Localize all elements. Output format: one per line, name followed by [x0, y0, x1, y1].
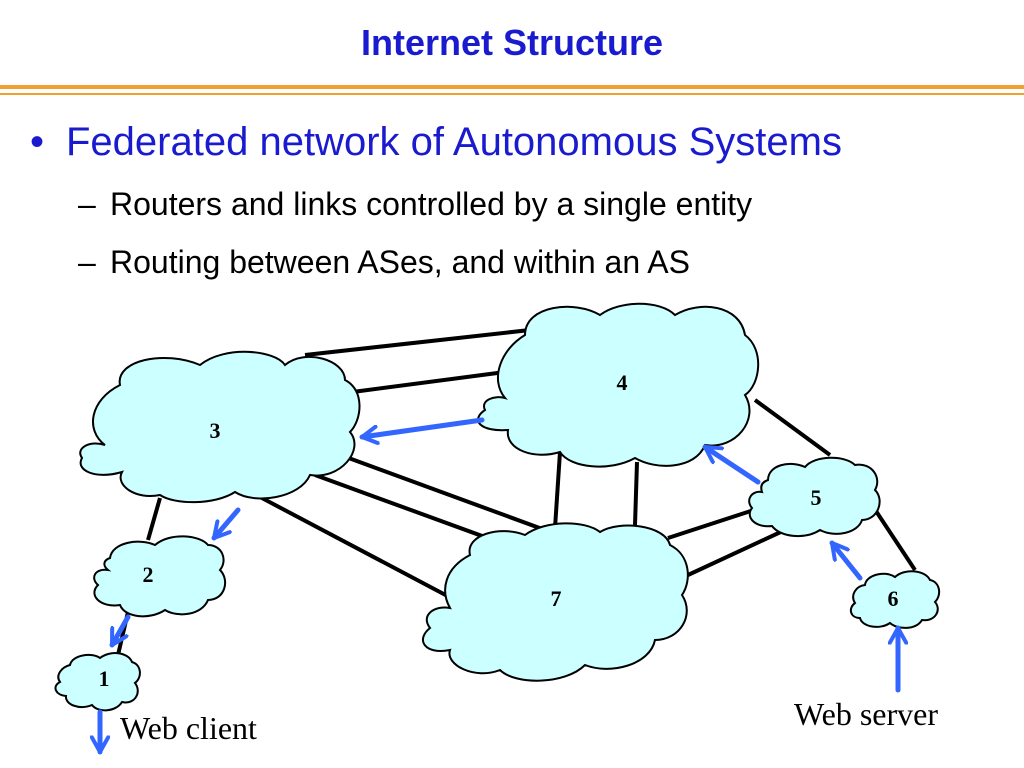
sub-bullet-2-text: Routing between ASes, and within an AS: [110, 244, 690, 280]
node-label-5: 5: [811, 485, 822, 510]
node-label-2: 2: [143, 562, 154, 587]
link-4-7-a: [553, 451, 562, 529]
link-4-5: [753, 398, 832, 457]
sub-bullet-1-text: Routers and links controlled by a single…: [110, 186, 753, 222]
link-7-5-b: [687, 528, 786, 577]
link-3-4-bottom: [344, 370, 506, 395]
slide-title: Internet Structure: [360, 22, 664, 63]
main-bullet: • Federated network of Autonomous Systems: [30, 120, 842, 165]
link-3-7-a: [334, 451, 546, 532]
bullet-dot: •: [30, 120, 45, 164]
caption-web-server: Web server: [794, 696, 939, 732]
link-4-7-b: [633, 461, 639, 526]
node-label-1: 1: [99, 666, 110, 691]
node-label-6: 6: [888, 586, 899, 611]
dash-icon: –: [78, 186, 96, 222]
link-3-7-c: [259, 495, 456, 602]
cloud-as-6: [849, 570, 941, 629]
cloud-as-5: [748, 456, 881, 538]
title-rule-thin: [0, 93, 1024, 95]
title-rule-thick: [0, 85, 1024, 89]
route-arrows: [100, 417, 898, 755]
sub-bullet-1: –Routers and links controlled by a singl…: [78, 186, 752, 223]
cloud-as-2: [93, 535, 227, 618]
link-3-4-top: [304, 328, 531, 357]
dash-icon: –: [78, 244, 96, 280]
main-bullet-text: Federated network of Autonomous Systems: [66, 120, 842, 164]
node-label-7: 7: [551, 586, 562, 611]
cloud-as-7: [422, 522, 689, 682]
arrow-6-to-5: [829, 540, 863, 581]
cloud-as-1: [54, 652, 141, 712]
link-7-5-a: [667, 506, 761, 540]
node-label-3: 3: [210, 418, 221, 443]
arrow-5-to-4: [702, 444, 761, 485]
arrow-2-to-1: [109, 614, 131, 648]
cloud-as-3: [79, 350, 361, 504]
caption-web-client: Web client: [120, 710, 257, 746]
link-3-2: [146, 497, 162, 541]
cloud-as-4: [477, 302, 760, 468]
node-label-4: 4: [617, 370, 628, 395]
arrow-4-to-3: [359, 417, 485, 437]
link-5-6: [870, 503, 917, 572]
sub-bullet-2: –Routing between ASes, and within an AS: [78, 244, 690, 281]
arrow-3-to-2: [211, 507, 241, 541]
